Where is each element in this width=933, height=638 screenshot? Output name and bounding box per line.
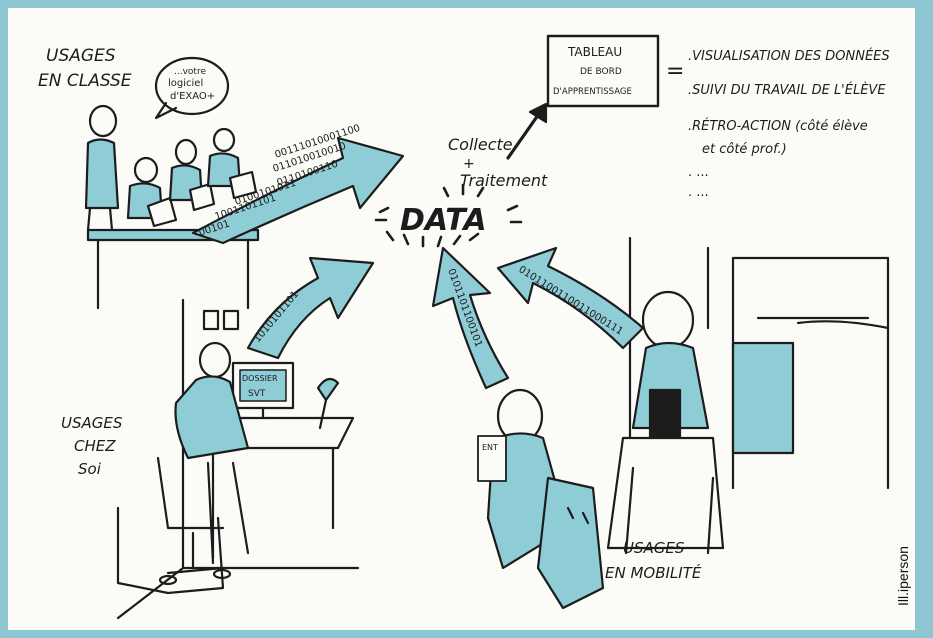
list-item-3b: et côté prof.) (702, 142, 787, 157)
collecte-line3: Traitement (460, 171, 548, 190)
usages-mobilite-line2: EN MOBILITÉ (605, 563, 702, 582)
mobility-scene (477, 236, 890, 610)
credit-wrapper: Ill.iperson (893, 523, 913, 630)
data-hub-rays (374, 183, 523, 248)
bubble-line3: d'EXAO+ (170, 91, 215, 102)
illustrator-credit: Ill.iperson (895, 546, 911, 606)
usages-chez-line2: CHEZ (74, 437, 116, 455)
collecte-line2: + (463, 156, 475, 172)
screen-label-1: DOSSIER (242, 374, 278, 383)
list-item-1: .VISUALISATION DES DONNÉES (688, 48, 890, 64)
list-item-5: . ... (688, 185, 709, 200)
screen-label-2: SVT (248, 389, 266, 399)
bubble-line2: logiciel (168, 78, 203, 89)
phone-label: ENT (482, 443, 498, 452)
home-data-arrow (246, 256, 375, 360)
data-title: DATA (400, 203, 487, 238)
class-data-arrow (191, 136, 405, 245)
girl-data-arrow (431, 246, 510, 390)
tableau-line3: D'APPRENTISSAGE (553, 87, 632, 97)
boy-data-arrow (496, 246, 645, 350)
sketch-canvas: USAGES EN CLASSE ...votre logiciel d'EXA… (38, 34, 890, 620)
speech-bubble (154, 56, 230, 116)
usages-chez-line1: USAGES (61, 414, 123, 432)
tableau-line2: DE BORD (580, 67, 622, 77)
tableau-box (546, 34, 660, 108)
list-item-4: . ... (688, 165, 709, 180)
list-item-2: .SUIVI DU TRAVAIL DE L'ÉLÈVE (688, 82, 886, 98)
bubble-line1: ...votre (174, 67, 206, 77)
usages-classe-line2: EN CLASSE (38, 71, 132, 91)
list-item-3: .RÉTRO-ACTION (côté élève (688, 118, 868, 134)
home-scene (116, 298, 360, 620)
equals-sign: = (666, 59, 684, 84)
illustration-panel: USAGES EN CLASSE ...votre logiciel d'EXA… (8, 8, 915, 630)
classroom-scene (84, 104, 260, 310)
usages-classe-line1: USAGES (46, 46, 116, 66)
usages-mobilite-line1: USAGES (623, 539, 685, 557)
usages-chez-line3: Soi (78, 460, 102, 478)
tableau-line1: TABLEAU (567, 45, 622, 59)
collecte-line1: Collecte (448, 135, 513, 154)
